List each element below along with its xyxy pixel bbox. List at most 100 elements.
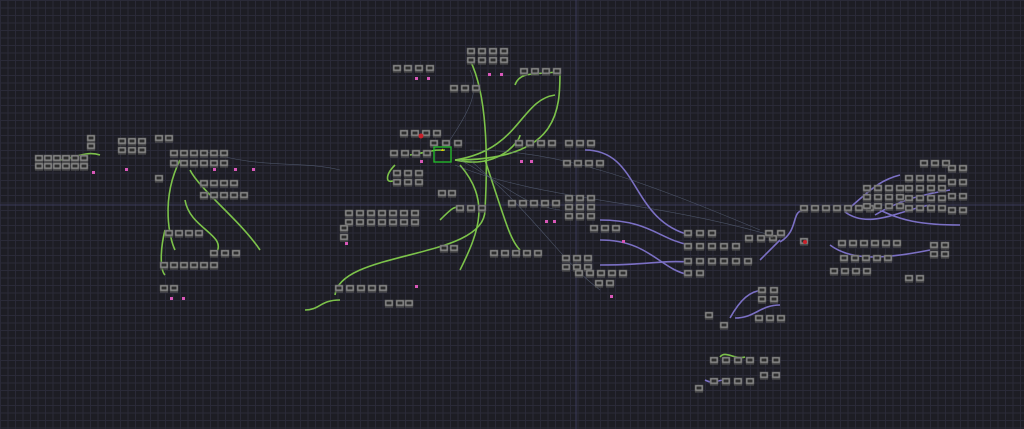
operator-node[interactable] (355, 209, 365, 218)
operator-node[interactable] (926, 194, 936, 203)
viewer-flag-icon[interactable] (415, 285, 418, 288)
operator-node[interactable] (862, 184, 872, 193)
operator-node[interactable] (840, 267, 850, 276)
operator-node[interactable] (851, 267, 861, 276)
wire[interactable] (184, 199, 219, 256)
operator-node[interactable] (926, 184, 936, 193)
operator-node[interactable] (757, 286, 767, 295)
operator-node[interactable] (34, 162, 44, 171)
operator-node[interactable] (477, 56, 487, 65)
operator-node[interactable] (219, 179, 229, 188)
operator-node[interactable] (366, 218, 376, 227)
operator-node[interactable] (449, 244, 459, 253)
operator-node[interactable] (169, 261, 179, 270)
operator-node[interactable] (562, 159, 572, 168)
operator-node[interactable] (422, 149, 432, 158)
wire[interactable] (454, 134, 521, 163)
operator-node[interactable] (395, 299, 405, 308)
operator-node[interactable] (403, 169, 413, 178)
operator-node[interactable] (594, 279, 604, 288)
operator-node[interactable] (525, 139, 535, 148)
operator-node[interactable] (744, 234, 754, 243)
viewer-flag-icon[interactable] (530, 160, 533, 163)
wire[interactable] (759, 239, 781, 261)
operator-node[interactable] (829, 267, 839, 276)
viewer-flag-icon[interactable] (420, 160, 423, 163)
operator-node[interactable] (709, 377, 719, 386)
viewer-flag-icon[interactable] (252, 168, 255, 171)
wire[interactable] (160, 229, 166, 276)
operator-node[interactable] (392, 64, 402, 73)
operator-node[interactable] (575, 203, 585, 212)
operator-node[interactable] (466, 47, 476, 56)
operator-node[interactable] (958, 192, 968, 201)
operator-node[interactable] (507, 199, 517, 208)
operator-node[interactable] (61, 154, 71, 163)
operator-node[interactable] (403, 178, 413, 187)
operator-node[interactable] (605, 279, 615, 288)
operator-node[interactable] (447, 189, 457, 198)
operator-node[interactable] (771, 356, 781, 365)
wire[interactable] (459, 159, 561, 211)
operator-node[interactable] (189, 261, 199, 270)
operator-node[interactable] (618, 269, 628, 278)
operator-node[interactable] (564, 139, 574, 148)
operator-node[interactable] (707, 257, 717, 266)
operator-node[interactable] (547, 139, 557, 148)
operator-node[interactable] (466, 204, 476, 213)
operator-node[interactable] (733, 356, 743, 365)
operator-node[interactable] (929, 241, 939, 250)
operator-node[interactable] (683, 229, 693, 238)
operator-node[interactable] (477, 47, 487, 56)
viewer-flag-icon[interactable] (500, 73, 503, 76)
viewer-flag-icon[interactable] (182, 297, 185, 300)
operator-node[interactable] (937, 194, 947, 203)
operator-node[interactable] (694, 384, 704, 393)
operator-node[interactable] (169, 149, 179, 158)
operator-node[interactable] (821, 204, 831, 213)
wire[interactable] (719, 353, 746, 359)
operator-node[interactable] (70, 154, 80, 163)
operator-node[interactable] (367, 284, 377, 293)
operator-node[interactable] (79, 162, 89, 171)
operator-node[interactable] (850, 254, 860, 263)
operator-node[interactable] (339, 224, 349, 233)
operator-node[interactable] (70, 162, 80, 171)
operator-node[interactable] (339, 233, 349, 242)
operator-node[interactable] (34, 154, 44, 163)
operator-node[interactable] (759, 356, 769, 365)
operator-node[interactable] (940, 250, 950, 259)
operator-node[interactable] (915, 174, 925, 183)
wire[interactable] (334, 209, 486, 296)
operator-node[interactable] (585, 269, 595, 278)
operator-node[interactable] (719, 257, 729, 266)
operator-node[interactable] (704, 311, 714, 320)
operator-node[interactable] (904, 174, 914, 183)
operator-node[interactable] (607, 269, 617, 278)
viewer-flag-icon[interactable] (545, 220, 548, 223)
operator-node[interactable] (189, 149, 199, 158)
operator-node[interactable] (410, 218, 420, 227)
operator-node[interactable] (873, 193, 883, 202)
operator-node[interactable] (754, 314, 764, 323)
operator-node[interactable] (229, 179, 239, 188)
operator-node[interactable] (514, 139, 524, 148)
operator-node[interactable] (941, 159, 951, 168)
operator-node[interactable] (400, 149, 410, 158)
operator-node[interactable] (414, 64, 424, 73)
wire[interactable] (449, 69, 475, 141)
wire[interactable] (459, 164, 480, 271)
operator-node[interactable] (862, 267, 872, 276)
viewer-flag-icon[interactable] (488, 73, 491, 76)
operator-node[interactable] (873, 202, 883, 211)
operator-node[interactable] (589, 224, 599, 233)
operator-node[interactable] (769, 295, 779, 304)
viewer-flag-icon[interactable] (415, 77, 418, 80)
operator-node[interactable] (839, 254, 849, 263)
operator-node[interactable] (404, 299, 414, 308)
operator-node[interactable] (425, 64, 435, 73)
operator-node[interactable] (895, 193, 905, 202)
operator-node[interactable] (209, 159, 219, 168)
